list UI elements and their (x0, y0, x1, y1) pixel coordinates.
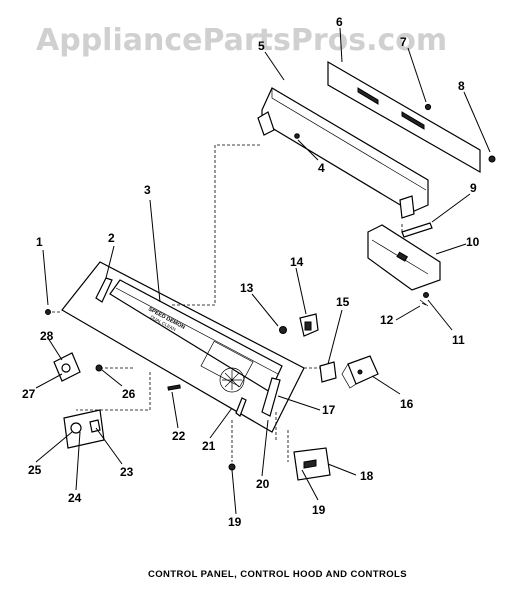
callout-9: 9 (470, 181, 477, 195)
callout-13: 13 (240, 281, 254, 295)
callout-7: 7 (400, 35, 407, 49)
switch-plate-27 (53, 352, 81, 382)
callout-27: 27 (22, 387, 36, 401)
rear-panel (327, 60, 481, 174)
callout-14: 14 (290, 255, 304, 269)
callout-17: 17 (322, 403, 336, 417)
callout-28: 28 (40, 329, 54, 343)
end-cap-17 (261, 377, 281, 417)
callout-26: 26 (122, 387, 136, 401)
screw-1 (45, 309, 51, 315)
knob-13 (279, 326, 287, 334)
callout-24: 24 (68, 491, 82, 505)
timer-16 (341, 355, 379, 389)
leader-lines (35, 27, 491, 515)
callout-5: 5 (258, 39, 265, 53)
callout-19a: 19 (228, 515, 242, 529)
callout-6: 6 (336, 15, 343, 29)
switch-plate-23 (63, 409, 105, 449)
callout-8: 8 (458, 79, 465, 93)
callout-23: 23 (120, 465, 134, 479)
control-panel: SPEED DEMON DUAL CLEAN (61, 261, 305, 433)
callout-10: 10 (466, 235, 480, 249)
callout-15: 15 (336, 295, 350, 309)
callout-20: 20 (256, 477, 270, 491)
screw-11 (423, 292, 429, 298)
callout-19b: 19 (312, 503, 326, 517)
callout-11: 11 (452, 333, 465, 347)
callout-2: 2 (108, 231, 115, 245)
callout-4: 4 (318, 161, 325, 175)
watermark-text: AppliancePartsPros.com (36, 23, 447, 58)
callout-18: 18 (360, 469, 374, 483)
strip-21 (235, 397, 247, 417)
callout-25: 25 (28, 463, 42, 477)
callout-21: 21 (202, 439, 216, 453)
screw-4 (294, 133, 300, 139)
callout-22: 22 (172, 429, 186, 443)
bracket-10 (367, 224, 441, 291)
switch-plate-18 (293, 447, 331, 481)
washer-26 (95, 364, 103, 372)
knob-15 (319, 361, 337, 383)
diagram-caption: CONTROL PANEL, CONTROL HOOD AND CONTROLS (148, 569, 407, 580)
clip-22 (167, 384, 181, 391)
callout-16: 16 (400, 397, 414, 411)
end-cap-2 (95, 277, 113, 303)
callout-12: 12 (380, 313, 394, 327)
screw-19a (228, 463, 236, 471)
callout-numbers: 1 2 3 4 5 6 7 8 9 10 11 12 13 14 15 16 1… (22, 15, 480, 529)
screw-7 (424, 103, 432, 111)
callout-3: 3 (144, 183, 151, 197)
rod-9 (401, 222, 433, 238)
screw-8 (488, 155, 496, 163)
control-hood (257, 87, 429, 219)
callout-1: 1 (36, 235, 43, 249)
knob-14 (299, 313, 319, 337)
